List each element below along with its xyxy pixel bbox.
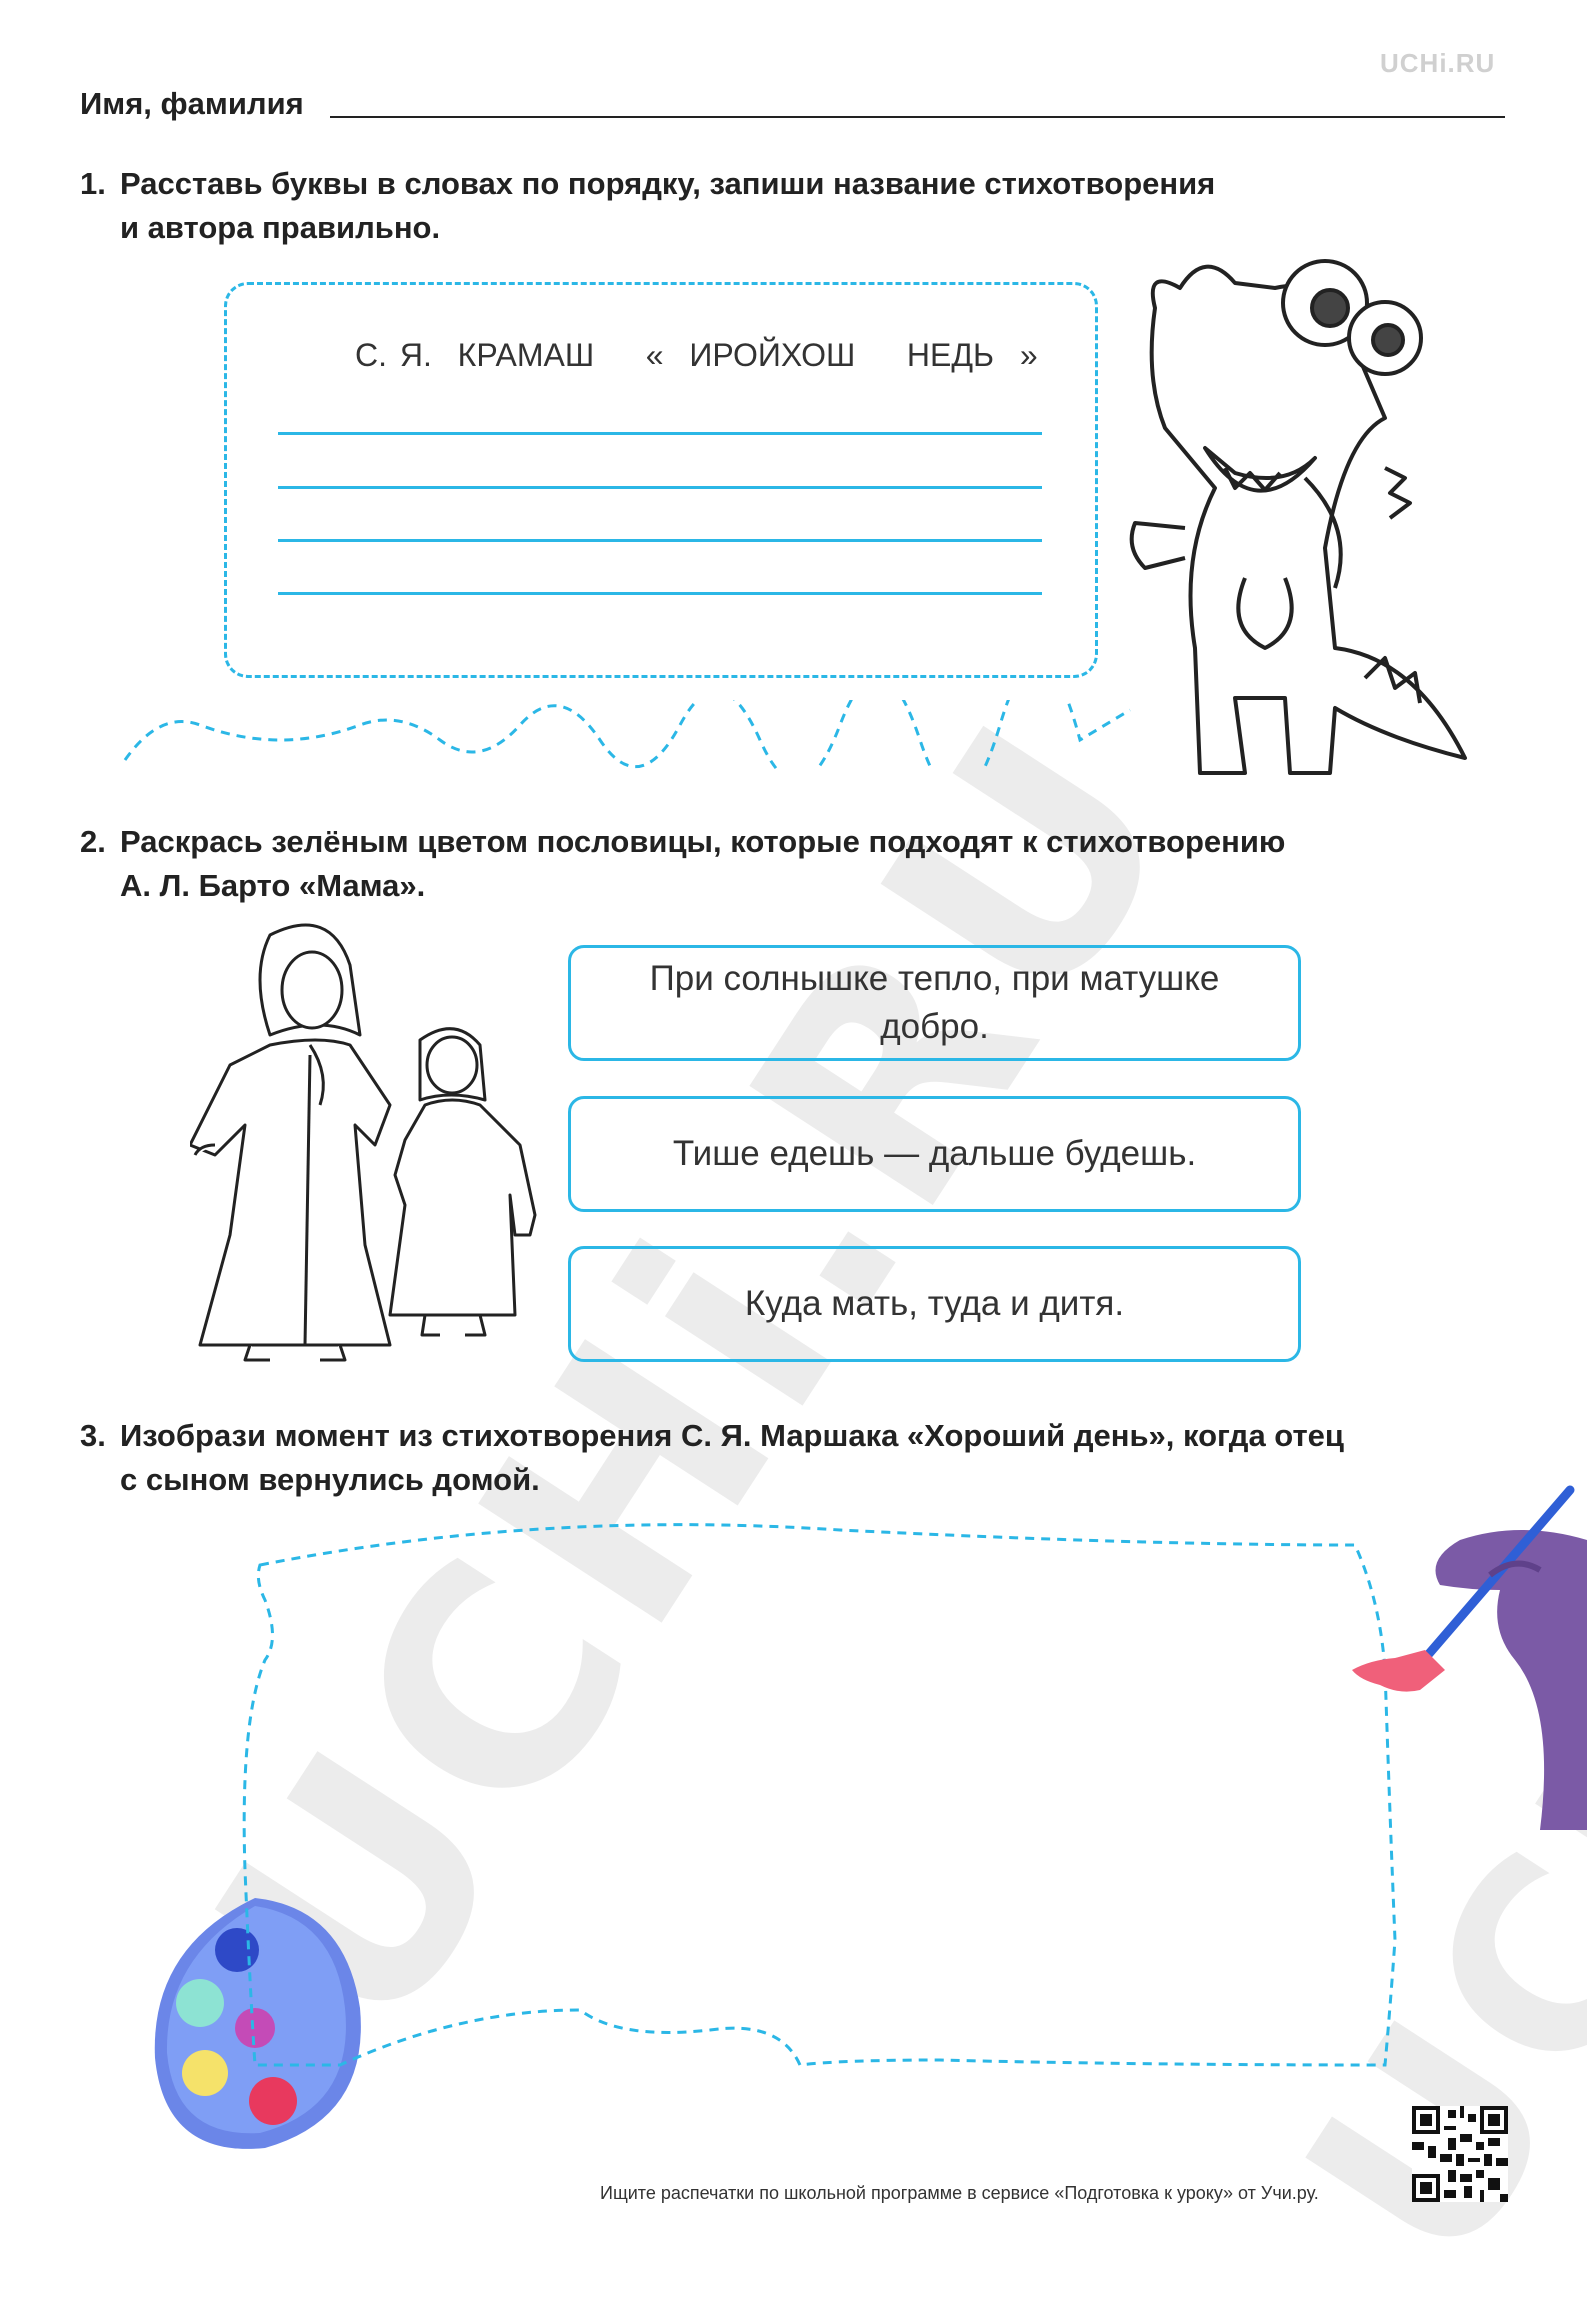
proverb-card[interactable]: Тише едешь — дальше будешь. [568, 1096, 1301, 1212]
hand-brush-icon [1352, 1485, 1587, 1830]
mother-daughter-illustration [190, 923, 537, 1362]
dino-character-icon [1129, 259, 1467, 775]
question-text: Расставь буквы в словах по порядку, запи… [120, 166, 1216, 245]
question-number: 1. [80, 166, 106, 201]
scrambled-words: С. Я. КРАМАШ « ИРОЙХОШ НЕДЬ » [355, 337, 1038, 373]
question-text: Изобрази момент из стихотворения С. Я. М… [120, 1418, 1344, 1497]
answer-line[interactable] [278, 592, 1042, 595]
answer-line[interactable] [278, 486, 1042, 489]
answer-line[interactable] [278, 539, 1042, 542]
question-number: 3. [80, 1418, 106, 1453]
drawing-area[interactable] [240, 1520, 1410, 2080]
qr-code-icon[interactable] [1412, 2106, 1508, 2202]
brand-logo: UCHi.RU [1380, 48, 1496, 78]
proverb-card[interactable]: Куда мать, туда и дитя. [568, 1246, 1301, 1362]
footer-text: Ищите распечатки по школьной программе в… [600, 2183, 1319, 2203]
wavy-divider [123, 700, 1131, 770]
name-field[interactable] [330, 116, 1505, 118]
scramble-box [224, 282, 1098, 678]
answer-line[interactable] [278, 432, 1042, 435]
question-text: Раскрась зелёным цветом пословицы, котор… [120, 824, 1286, 903]
proverb-card[interactable]: При солнышке тепло, при матушке добро. [568, 945, 1301, 1061]
paint-palette-icon [154, 1898, 361, 2149]
name-label: Имя, фамилия [80, 86, 304, 121]
question-number: 2. [80, 824, 106, 859]
